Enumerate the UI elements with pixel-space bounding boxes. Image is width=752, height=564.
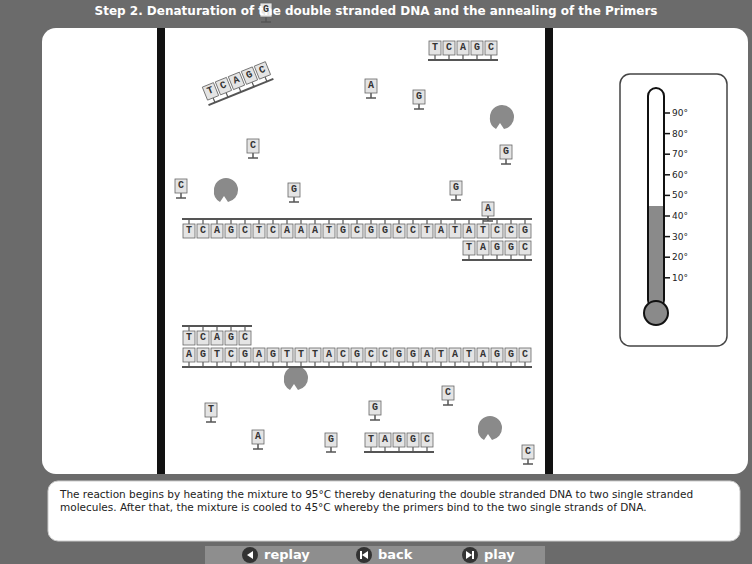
nucleotide: G <box>453 181 467 195</box>
nucleotide: G <box>328 433 342 447</box>
primer: TCAGC <box>186 331 256 345</box>
nucleotide: A <box>368 79 382 93</box>
tick-mark <box>664 236 670 238</box>
temperature-tick: 30° <box>672 231 688 243</box>
tube-wall <box>157 28 165 474</box>
primer: TAGGC <box>368 433 438 447</box>
temperature-tick: 10° <box>672 272 688 284</box>
button-bar <box>205 546 545 564</box>
primer: TAGGC <box>466 241 536 255</box>
tick-mark <box>664 215 670 217</box>
temperature-tick: 50° <box>672 189 688 201</box>
nucleotide: G <box>416 90 430 104</box>
temperature-tick: 90° <box>672 107 688 119</box>
caption: The reaction begins by heating the mixtu… <box>60 488 728 513</box>
temperature-tick: 60° <box>672 169 688 181</box>
tick-mark <box>664 153 670 155</box>
tick-mark <box>664 277 670 279</box>
dna-strand: TCAGCTCAAATGCGGCCTATATCCG <box>186 224 536 238</box>
tick-mark <box>664 174 670 176</box>
tick-mark <box>664 195 670 197</box>
button-label: back <box>378 547 412 563</box>
nucleotide: C <box>445 386 459 400</box>
nucleotide: G <box>372 401 386 415</box>
nucleotide: A <box>485 202 499 216</box>
button-label: play <box>484 547 515 563</box>
temperature-tick: 40° <box>672 210 688 222</box>
nucleotide: G <box>503 145 517 159</box>
caption-box <box>48 481 740 541</box>
title: Step 2. Denaturation of the double stran… <box>0 4 752 18</box>
tick-mark <box>664 112 670 114</box>
button-icon <box>242 547 258 563</box>
primer: TCAGC <box>432 41 502 55</box>
temperature-tick: 70° <box>672 148 688 160</box>
thermometer <box>620 74 727 346</box>
button-icon <box>356 547 372 563</box>
button-icon <box>462 547 478 563</box>
tick-mark <box>664 133 670 135</box>
button-label: replay <box>264 547 310 563</box>
nucleotide: C <box>525 445 539 459</box>
dna-strand: AGTCGAGTTTACGCCGGATATAGGC <box>186 348 536 362</box>
polymerase <box>214 105 514 440</box>
nucleotide: T <box>208 403 222 417</box>
tube-wall <box>545 28 553 474</box>
nucleotide: C <box>178 179 192 193</box>
temperature-tick: 80° <box>672 128 688 140</box>
nucleotide: A <box>255 430 269 444</box>
tick-mark <box>664 256 670 258</box>
temperature-tick: 20° <box>672 251 688 263</box>
nucleotide: C <box>250 139 264 153</box>
nucleotide: G <box>263 3 277 17</box>
view-panel <box>42 28 748 474</box>
nucleotide: G <box>291 183 305 197</box>
